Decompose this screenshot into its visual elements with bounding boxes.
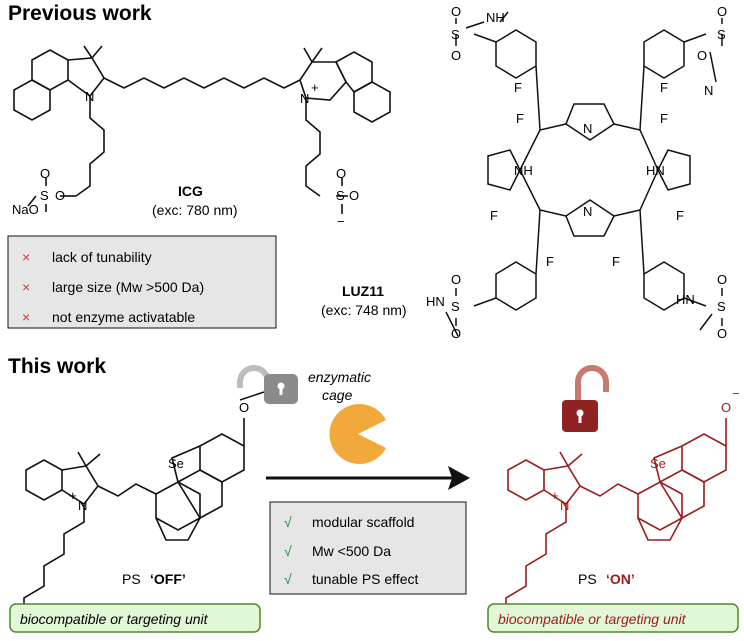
drawback-item: not enzyme activatable [52, 309, 195, 325]
cage-label-line2: cage [322, 387, 353, 403]
luz11-f: F [660, 111, 668, 126]
ps-off-unit-label: biocompatible or targeting unit [20, 611, 209, 627]
icg-n-left: N [85, 89, 94, 104]
red-unlocked-padlock-icon [562, 365, 609, 432]
luz11-s: S [717, 299, 726, 314]
ps-off-prefix: PS [122, 571, 141, 587]
cage-bond [239, 391, 265, 401]
icg-o-left-side: O [55, 188, 65, 203]
ps-on-n-plus: + [551, 488, 559, 503]
luz11-hn: HN [646, 163, 665, 178]
luz11-o: O [451, 326, 461, 341]
luz11-f: F [546, 254, 554, 269]
luz11-excitation: (exc: 748 nm) [321, 302, 407, 318]
ps-off-n-plus: + [69, 488, 77, 503]
ps-off-structure [23, 418, 245, 612]
luz11-o: O [717, 326, 727, 341]
luz11-f: F [516, 111, 524, 126]
check-icon: √ [284, 514, 292, 530]
luz11-nh: NH [514, 163, 533, 178]
luz11-o: O [451, 4, 461, 19]
luz11-o: O [717, 272, 727, 287]
ps-on-unit-box [487, 603, 739, 633]
icg-n-plus: + [311, 80, 319, 95]
icg-o-right-top: O [336, 166, 346, 181]
luz11-hn-bottom: HN [426, 294, 445, 309]
ps-on-oxygen-minus: − [732, 386, 740, 401]
luz11-n-right: N [704, 83, 713, 98]
ps-off-nitrogen: N [78, 498, 87, 513]
cross-icon: × [22, 279, 30, 295]
luz11-o: O [451, 48, 461, 63]
drawback-item: large size (Mw >500 Da) [52, 279, 204, 295]
ps-on-structure [505, 418, 727, 612]
icg-s-right: S [336, 188, 345, 203]
arrow-head [448, 466, 470, 490]
icg-n-right: N [300, 91, 309, 106]
check-icon: √ [284, 571, 292, 587]
luz11-f: F [676, 208, 684, 223]
ps-off-selenium: Se [168, 456, 184, 471]
ps-off-unit-box [9, 603, 261, 633]
luz11-o: O [697, 48, 707, 63]
drawbacks-box [7, 235, 277, 329]
luz11-s: S [451, 299, 460, 314]
icg-o-right-side: O [349, 188, 359, 203]
luz11-s: S [717, 27, 726, 42]
luz11-f: F [612, 254, 620, 269]
ps-off-state: ‘OFF’ [150, 571, 186, 587]
ps-on-prefix: PS [578, 571, 597, 587]
check-icon: √ [284, 543, 292, 559]
ps-on-unit-label: biocompatible or targeting unit [498, 611, 687, 627]
gray-lock-icon [237, 365, 298, 404]
icg-naO: NaO [12, 202, 39, 217]
luz11-structure [445, 11, 723, 337]
ps-on-oxygen: O [721, 400, 731, 415]
icg-s-left: S [40, 188, 49, 203]
ps-on-nitrogen: N [560, 498, 569, 513]
luz11-hn-right: HN [676, 292, 695, 307]
luz11-name: LUZ11 [342, 283, 384, 299]
advantage-item: Mw <500 Da [312, 543, 391, 559]
luz11-s: S [451, 27, 460, 42]
luz11-f: F [660, 80, 668, 95]
ps-on-selenium: Se [650, 456, 666, 471]
previous-work-heading: Previous work [8, 2, 152, 25]
cage-label-line1: enzymatic [308, 369, 371, 385]
ps-on-state: ‘ON’ [606, 571, 635, 587]
enzyme-pacman-icon [329, 404, 386, 464]
luz11-o: O [451, 272, 461, 287]
cross-icon: × [22, 249, 30, 265]
advantages-box [269, 501, 467, 595]
cross-icon: × [22, 309, 30, 325]
advantage-item: tunable PS effect [312, 571, 418, 587]
icg-name: ICG [178, 183, 203, 199]
this-work-heading: This work [8, 355, 106, 378]
luz11-f: F [490, 208, 498, 223]
icg-structure [13, 45, 391, 214]
advantage-item: modular scaffold [312, 514, 414, 530]
luz11-o: O [717, 4, 727, 19]
luz11-nh-top: NH [486, 10, 505, 25]
luz11-f: F [514, 80, 522, 95]
ps-off-oxygen: O [239, 400, 249, 415]
icg-o-left-top: O [40, 166, 50, 181]
drawback-item: lack of tunability [52, 249, 152, 265]
icg-o-minus: − [337, 214, 345, 229]
icg-excitation: (exc: 780 nm) [152, 202, 238, 218]
luz11-n-bottom: N [583, 204, 592, 219]
luz11-n-top: N [583, 121, 592, 136]
